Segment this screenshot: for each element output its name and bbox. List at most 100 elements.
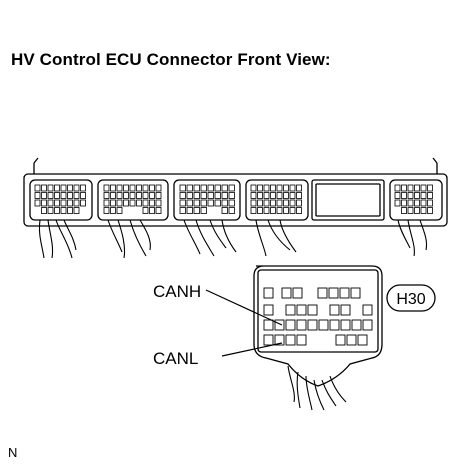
pin-cavity xyxy=(263,207,270,214)
pin-cavity xyxy=(329,319,340,331)
pin-cavity xyxy=(73,184,80,192)
pin-cavity xyxy=(193,184,200,192)
enlarged-connector xyxy=(253,265,383,387)
pin-cavity xyxy=(207,184,214,192)
pin-cavity xyxy=(276,184,283,192)
pin-cavity xyxy=(257,207,263,214)
pin-cavity xyxy=(335,334,346,346)
pin-cavity xyxy=(142,207,149,214)
pin-cavity xyxy=(340,304,351,316)
pin-cavity xyxy=(414,192,420,199)
canh-leader xyxy=(205,289,283,326)
pin-cavity xyxy=(394,199,401,207)
pin-cavity xyxy=(60,199,67,207)
pin-cavity xyxy=(263,287,274,299)
pin-cavity xyxy=(285,334,296,346)
pin-cavity xyxy=(351,319,362,331)
pin-cavity xyxy=(34,192,41,199)
pin-cavity xyxy=(414,207,420,214)
pin-cavity xyxy=(274,334,285,346)
pin-cavity xyxy=(193,207,200,214)
pin-cavity xyxy=(193,192,200,199)
pin-cavity xyxy=(129,184,136,192)
pin-cavity xyxy=(263,334,274,346)
pin-cavity xyxy=(54,199,60,207)
pin-cavity xyxy=(414,184,420,192)
pin-cavity xyxy=(155,199,162,207)
pin-cavity xyxy=(149,184,155,192)
pin-cavity xyxy=(60,192,67,199)
pin-cavity xyxy=(214,199,221,207)
pin-cavity xyxy=(296,319,307,331)
pin-cavity xyxy=(362,304,373,316)
pin-cavity xyxy=(274,319,285,331)
pin-cavity xyxy=(60,207,67,214)
pin-cavity xyxy=(289,207,296,214)
pin-cavity xyxy=(34,199,41,207)
pin-cavity xyxy=(186,199,193,207)
connector-ref-label: H30 xyxy=(396,291,425,308)
pin-cavity xyxy=(414,199,420,207)
pin-cavity xyxy=(407,192,414,199)
sub-connector-2 xyxy=(97,179,169,221)
pin-cavity xyxy=(394,184,401,192)
pin-cavity xyxy=(420,184,427,192)
pin-cavity xyxy=(407,199,414,207)
canh-label: CANH xyxy=(153,282,201,301)
pin-cavity xyxy=(257,184,263,192)
pin-cavity xyxy=(362,319,373,331)
pin-cavity xyxy=(307,304,318,316)
pin-cavity xyxy=(47,199,54,207)
pin-cavity xyxy=(200,207,207,214)
pin-cavity xyxy=(427,192,433,199)
pin-cavity xyxy=(47,207,54,214)
pin-cavity xyxy=(250,199,257,207)
pin-cavity xyxy=(289,184,296,192)
pin-cavity xyxy=(103,192,110,199)
pin-cavity xyxy=(250,184,257,192)
pin-cavity xyxy=(123,192,129,199)
pin-cavity xyxy=(80,199,86,207)
pin-cavity xyxy=(221,184,228,192)
pin-cavity xyxy=(116,192,123,199)
pin-cavity xyxy=(407,207,414,214)
pin-cavity xyxy=(257,199,263,207)
pin-cavity xyxy=(427,207,433,214)
pin-cavity xyxy=(318,319,329,331)
pin-cavity xyxy=(285,304,296,316)
pin-cavity xyxy=(357,334,368,346)
pin-cavity xyxy=(263,199,270,207)
pin-cavity xyxy=(136,184,142,192)
pin-cavity xyxy=(207,199,214,207)
sub-connector-1 xyxy=(29,179,93,221)
pin-cavity xyxy=(123,199,129,207)
pin-cavity xyxy=(129,199,136,207)
pin-cavity xyxy=(214,184,221,192)
pin-cavity xyxy=(283,184,289,192)
pin-cavity xyxy=(296,199,302,207)
pin-cavity xyxy=(73,192,80,199)
pin-cavity xyxy=(214,192,221,199)
ecu-connector-housing xyxy=(23,173,448,227)
pin-cavity xyxy=(67,192,73,199)
pin-cavity xyxy=(200,184,207,192)
pin-cavity xyxy=(179,192,186,199)
pin-cavity xyxy=(186,207,193,214)
pin-cavity xyxy=(401,184,407,192)
pin-cavity xyxy=(116,199,123,207)
pin-cavity xyxy=(250,192,257,199)
sub-connector-4 xyxy=(245,179,309,221)
pin-cavity xyxy=(41,184,47,192)
pin-cavity xyxy=(420,192,427,199)
pin-cavity xyxy=(149,199,155,207)
pin-cavity xyxy=(155,184,162,192)
pin-cavity xyxy=(283,207,289,214)
pin-cavity xyxy=(283,199,289,207)
pin-cavity xyxy=(289,192,296,199)
pin-cavity xyxy=(179,184,186,192)
pin-cavity xyxy=(350,287,361,299)
pin-cavity xyxy=(401,207,407,214)
pin-cavity xyxy=(67,184,73,192)
pin-cavity xyxy=(103,207,110,214)
pin-cavity xyxy=(193,199,200,207)
